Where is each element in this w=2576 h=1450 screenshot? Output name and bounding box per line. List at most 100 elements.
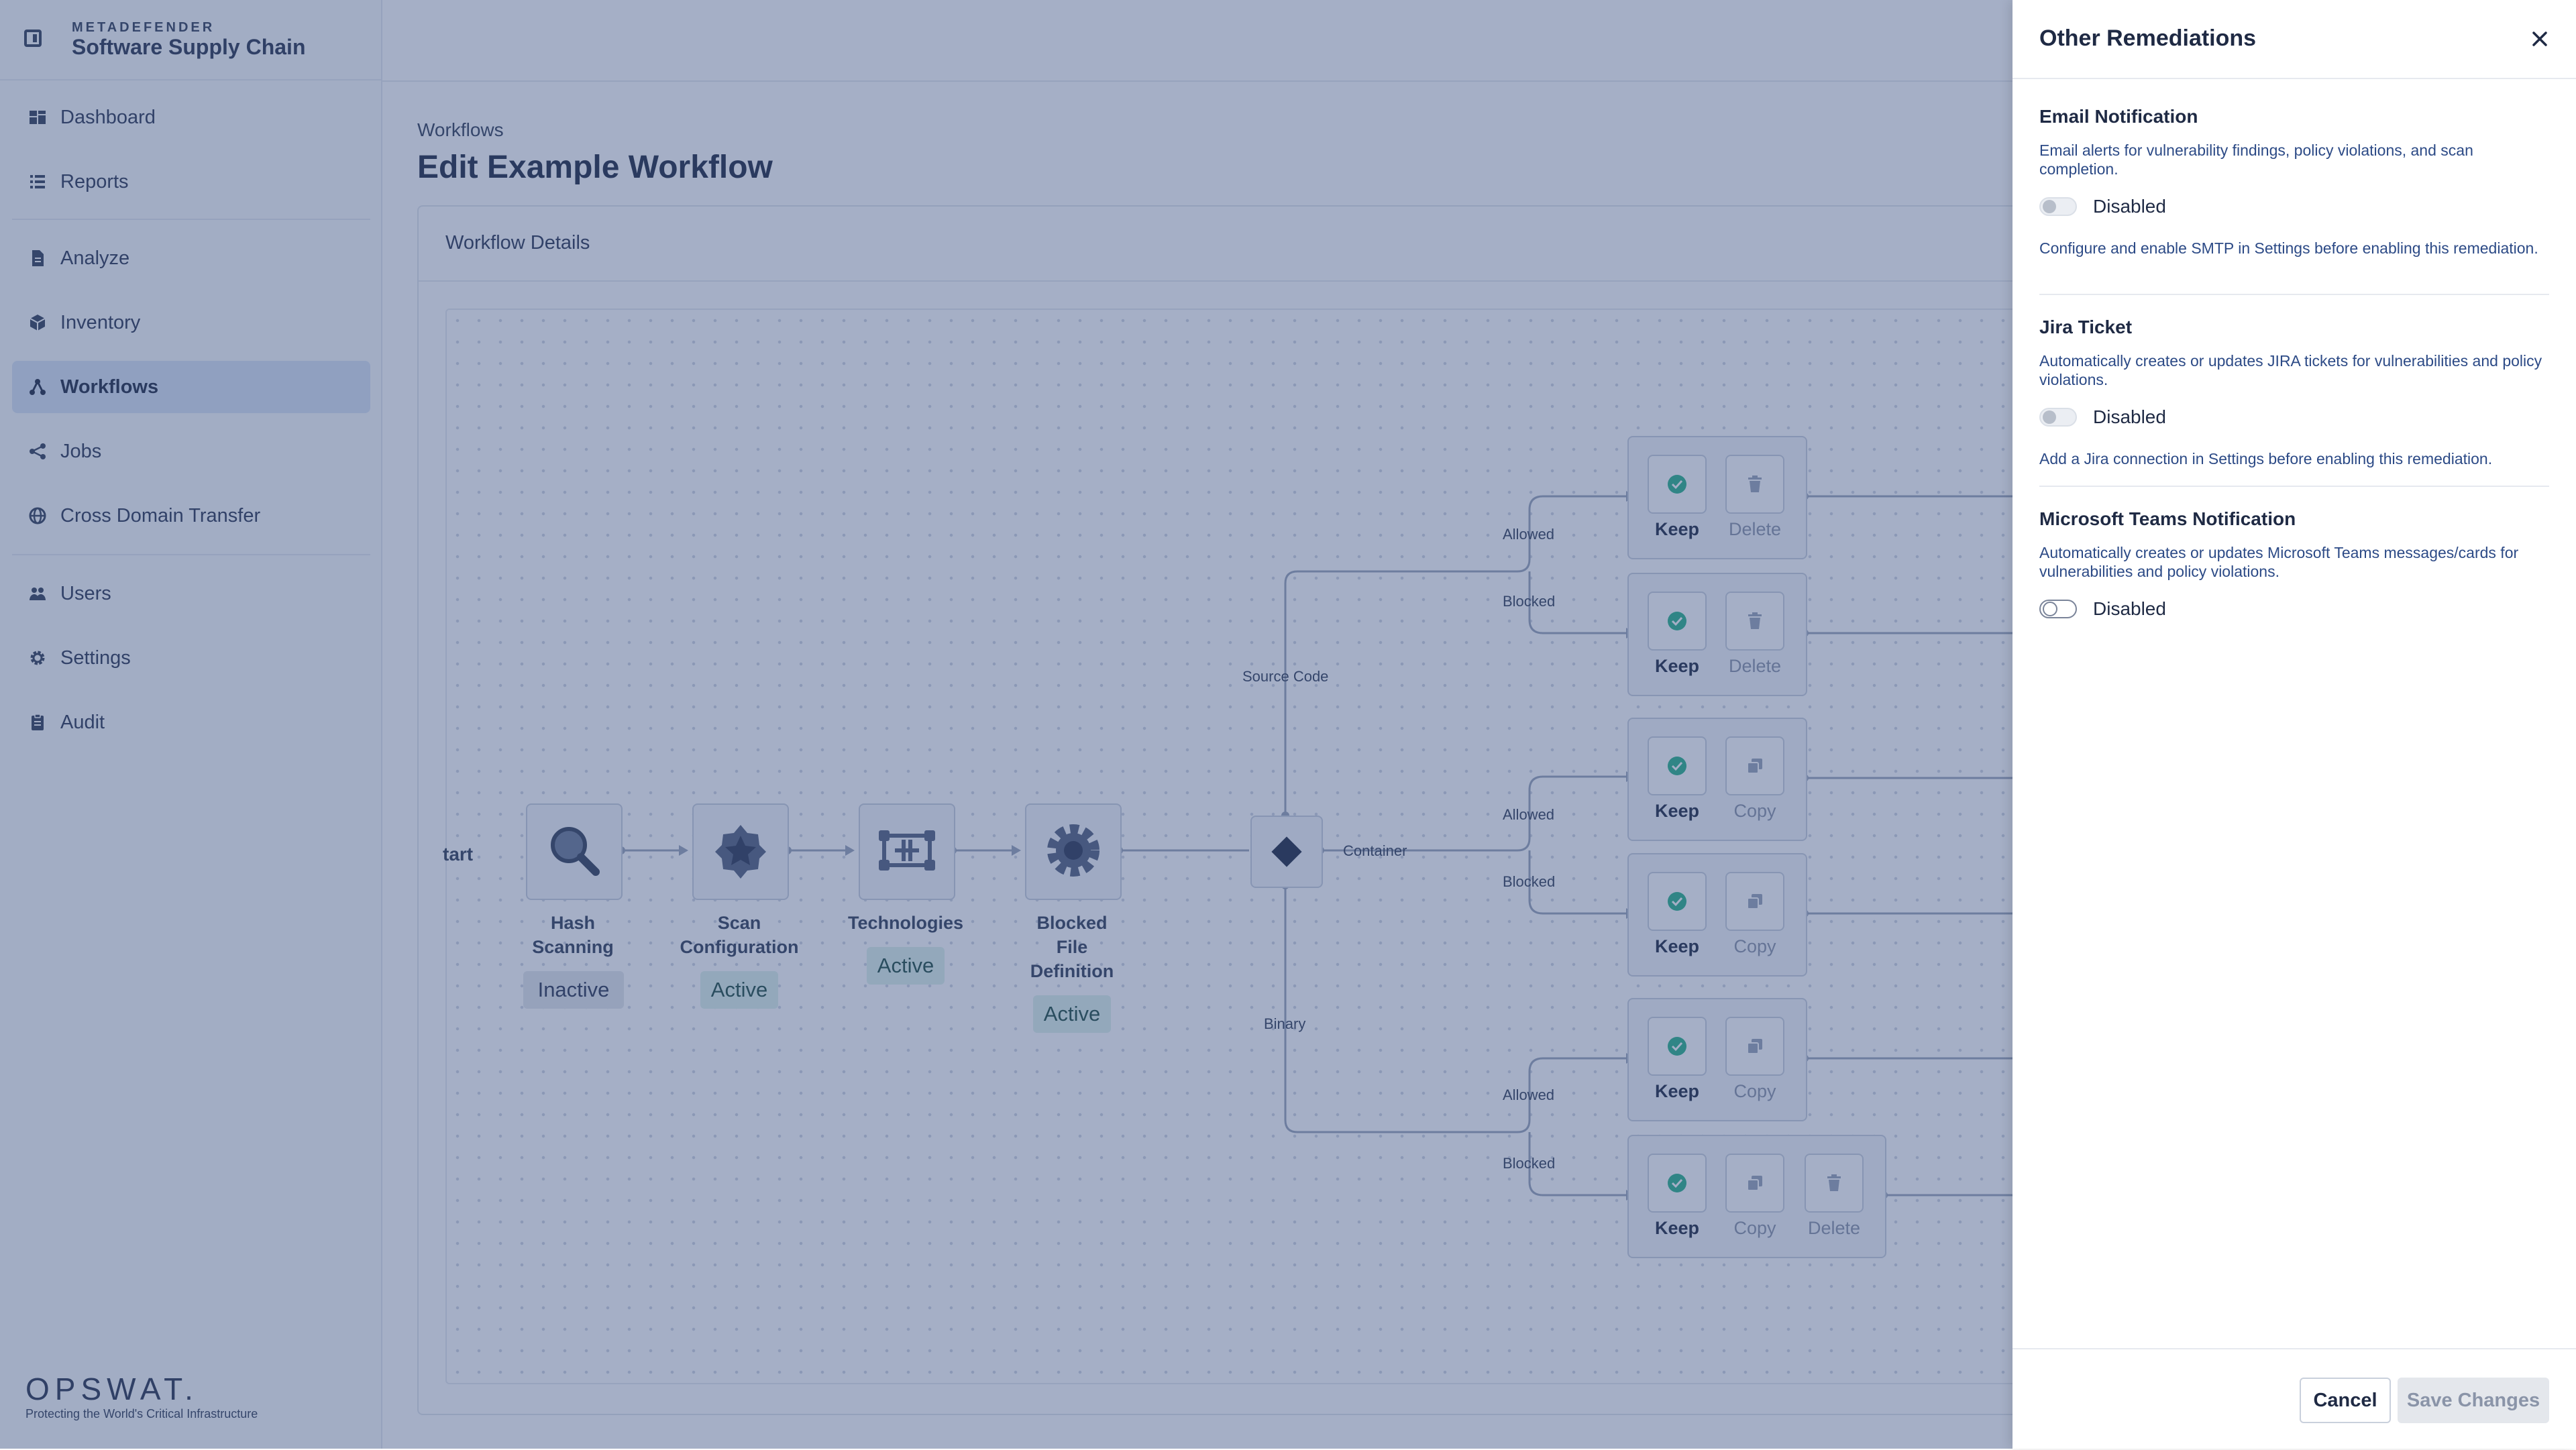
copy-icon: [1725, 736, 1784, 795]
list-icon: [28, 172, 47, 191]
sidebar-item-settings[interactable]: Settings: [12, 632, 370, 684]
section-description: Automatically creates or updates JIRA ti…: [2039, 352, 2542, 388]
branch-label-container: Container: [1343, 842, 1407, 859]
workflow-node-hash-scanning[interactable]: [526, 803, 623, 900]
status-badge: Inactive: [523, 971, 624, 1009]
keep-button[interactable]: Keep: [1648, 592, 1707, 677]
workflow-node-scan-configuration[interactable]: [692, 803, 789, 900]
copy-label: Copy: [1733, 1218, 1776, 1238]
check-circle-icon: [1648, 455, 1707, 514]
top-bar: [382, 0, 2576, 82]
copy-button[interactable]: Copy: [1725, 1017, 1784, 1102]
sidebar-item-label: Reports: [60, 170, 129, 192]
sidebar-item-workflows[interactable]: Workflows: [12, 361, 370, 413]
sidebar-item-reports[interactable]: Reports: [12, 156, 370, 208]
sidebar-item-dashboard[interactable]: Dashboard: [12, 91, 370, 144]
sidebar-item-label: Users: [60, 582, 111, 604]
copy-button[interactable]: Copy: [1725, 872, 1784, 957]
node-name: Technologies: [847, 913, 964, 933]
branch-label-blocked: Blocked: [1503, 593, 1556, 610]
delete-button[interactable]: Delete: [1725, 592, 1784, 677]
globe-icon: [28, 506, 47, 525]
copy-label: Copy: [1733, 936, 1776, 956]
check-circle-icon: [1648, 1017, 1707, 1076]
save-changes-button[interactable]: Save Changes: [2398, 1378, 2549, 1423]
microsoft-teams-section: Microsoft Teams Notification Automatical…: [2039, 508, 2549, 622]
section-description: Automatically creates or updates Microso…: [2039, 544, 2519, 580]
logo-tagline: Protecting the World's Critical Infrastr…: [25, 1407, 258, 1420]
sidebar-item-jobs[interactable]: Jobs: [12, 425, 370, 478]
copy-icon: [1725, 872, 1784, 931]
copy-icon: [1725, 1017, 1784, 1076]
check-circle-icon: [1648, 1154, 1707, 1213]
keep-label: Keep: [1654, 1081, 1700, 1101]
toggle-row: Disabled: [2039, 596, 2549, 622]
magnifier-icon: [545, 821, 604, 883]
gear-icon: [28, 649, 47, 667]
sidebar-divider: [12, 554, 370, 555]
cancel-button[interactable]: Cancel: [2300, 1378, 2391, 1423]
sidebar: METADEFENDER Software Supply Chain Dashb…: [0, 0, 382, 1449]
share-icon: [28, 442, 47, 461]
sidebar-item-cross-domain-transfer[interactable]: Cross Domain Transfer: [12, 490, 370, 542]
sidebar-item-inventory[interactable]: Inventory: [12, 296, 370, 349]
keep-button[interactable]: Keep: [1648, 1154, 1707, 1239]
sidebar-toggle-icon[interactable]: [24, 30, 42, 47]
sidebar-item-label: Jobs: [60, 440, 102, 462]
delete-label: Delete: [1728, 519, 1782, 539]
sidebar-item-audit[interactable]: Audit: [12, 696, 370, 748]
sidebar-item-label: Audit: [60, 711, 105, 733]
trash-icon: [1725, 455, 1784, 514]
modal-backdrop[interactable]: [0, 0, 2012, 1449]
microsoft-teams-toggle[interactable]: [2039, 600, 2077, 618]
delete-button[interactable]: Delete: [1805, 1154, 1864, 1239]
sidebar-item-analyze[interactable]: Analyze: [12, 232, 370, 284]
page-title: Edit Example Workflow: [417, 150, 773, 185]
sidebar-item-label: Workflows: [60, 376, 159, 398]
delete-label: Delete: [1728, 656, 1782, 676]
keep-button[interactable]: Keep: [1648, 455, 1707, 540]
trash-icon: [1805, 1154, 1864, 1213]
copy-label: Copy: [1733, 1081, 1776, 1101]
branch-label-allowed: Allowed: [1503, 806, 1555, 823]
keep-button[interactable]: Keep: [1648, 1017, 1707, 1102]
keep-button[interactable]: Keep: [1648, 872, 1707, 957]
drawer-header: Other Remediations: [2012, 0, 2576, 79]
sidebar-divider: [12, 219, 370, 220]
toggle-row: Disabled: [2039, 404, 2549, 431]
brand-small-label: METADEFENDER: [72, 20, 215, 35]
sidebar-item-users[interactable]: Users: [12, 567, 370, 620]
close-icon[interactable]: [2528, 27, 2552, 51]
copy-button[interactable]: Copy: [1725, 1154, 1784, 1239]
email-notification-toggle[interactable]: [2039, 197, 2077, 216]
copy-label: Copy: [1733, 801, 1776, 821]
toggle-knob: [2043, 410, 2056, 424]
branch-label-source-code: Source Code: [1242, 668, 1329, 685]
workflow-node-technologies[interactable]: [859, 803, 955, 900]
status-badge: Active: [700, 971, 778, 1009]
toggle-knob: [2043, 602, 2057, 616]
toggle-knob: [2043, 200, 2056, 213]
breadcrumb[interactable]: Workflows: [417, 119, 504, 140]
check-circle-icon: [1648, 872, 1707, 931]
branch-label-blocked: Blocked: [1503, 1155, 1556, 1172]
keep-label: Keep: [1654, 801, 1700, 821]
workflow-icon: [28, 378, 47, 396]
copy-button[interactable]: Copy: [1725, 736, 1784, 822]
remediation-group: Keep Copy: [1627, 998, 1807, 1121]
email-notification-section: Email Notification Email alerts for vuln…: [2039, 106, 2549, 258]
brand-header: METADEFENDER Software Supply Chain: [0, 0, 381, 80]
other-remediations-drawer: Other Remediations Email Notification Em…: [2012, 0, 2576, 1449]
keep-button[interactable]: Keep: [1648, 736, 1707, 822]
delete-button[interactable]: Delete: [1725, 455, 1784, 540]
jira-ticket-toggle[interactable]: [2039, 408, 2077, 427]
star-shield-icon: [711, 821, 770, 883]
sidebar-item-label: Inventory: [60, 311, 141, 333]
box-icon: [28, 313, 47, 332]
workflow-node-blocked-file-definition[interactable]: [1025, 803, 1122, 900]
section-description: Email alerts for vulnerability findings,…: [2039, 142, 2473, 178]
jira-ticket-section: Jira Ticket Automatically creates or upd…: [2039, 317, 2549, 468]
